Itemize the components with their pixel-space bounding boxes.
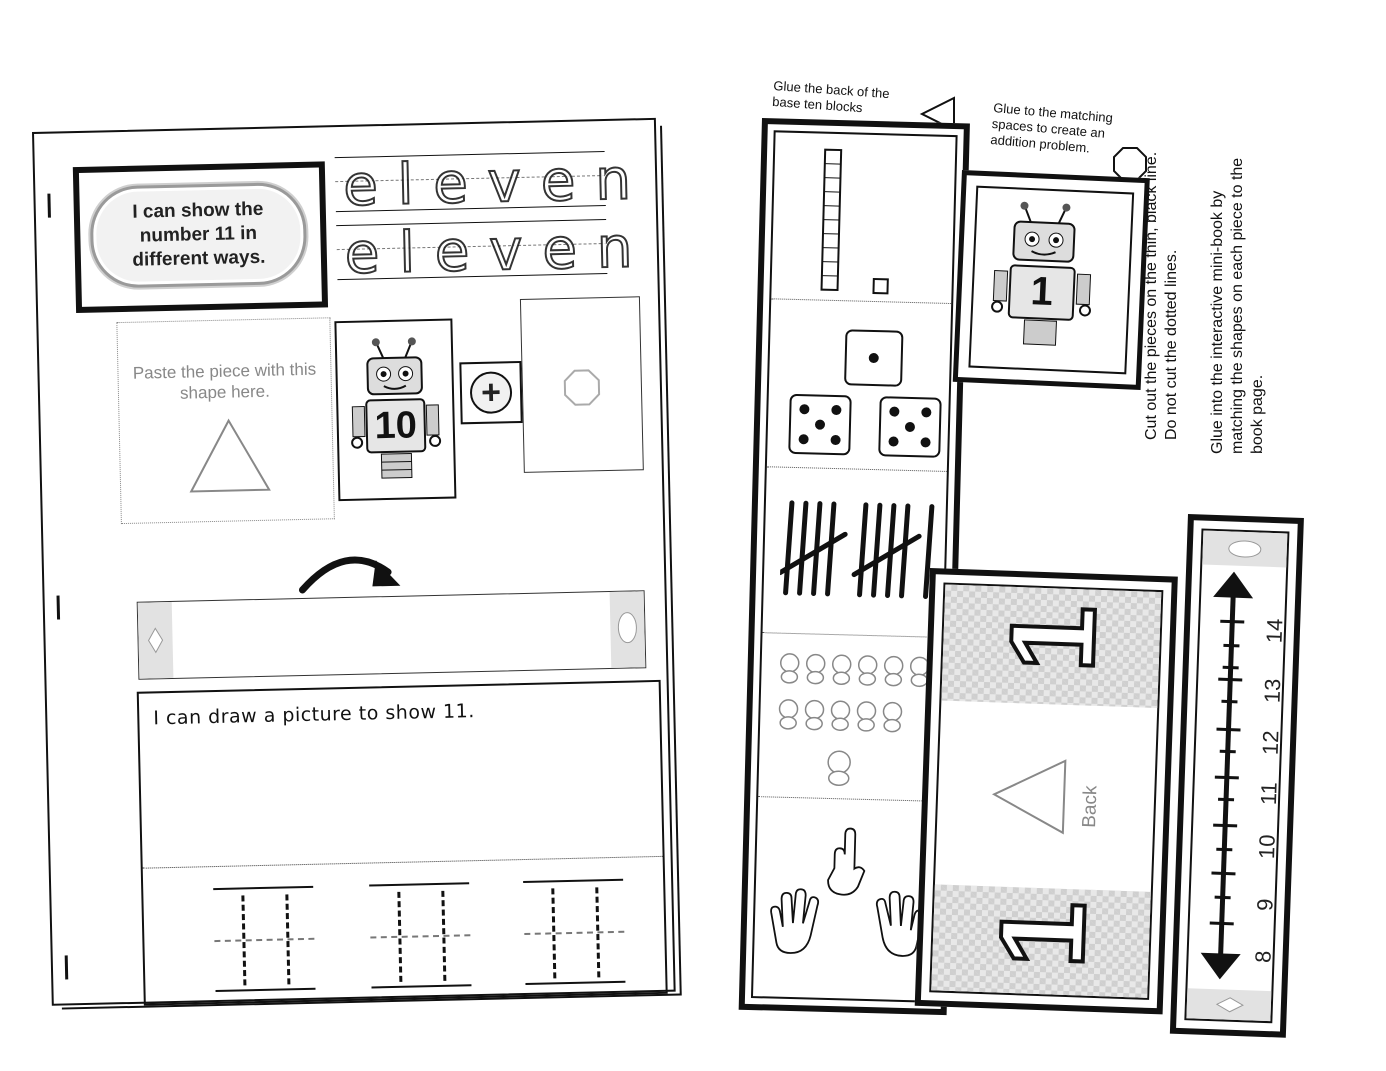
oval-icon (617, 612, 637, 644)
strip-endcap (137, 601, 174, 679)
tick-label: 12 (1257, 730, 1284, 756)
hands-icon (770, 827, 925, 957)
glue-instruction: Glue into the interactive mini-book by m… (1209, 157, 1266, 454)
dice-icon (788, 329, 942, 458)
strip-endcap (1186, 988, 1272, 1022)
punch-mark (64, 955, 69, 980)
big-number: 1 (973, 896, 1113, 971)
answer-strip (136, 590, 647, 680)
robot-card: 10 (334, 318, 457, 502)
number-trace (369, 882, 472, 989)
tick-label: 13 (1259, 678, 1286, 704)
tick-label: 8 (1250, 950, 1276, 964)
robot-card: 1 (968, 185, 1135, 375)
drawing-prompt: I can draw a picture to show 11. (153, 700, 475, 730)
triangle-icon (991, 759, 1067, 835)
strip-endcap (1202, 530, 1288, 568)
oval-icon (1228, 540, 1262, 558)
number-line-inner: 8 9 10 11 12 13 14 (1184, 528, 1290, 1024)
tick-label: 14 (1261, 618, 1288, 644)
plus-box: + (459, 360, 523, 425)
representation-column (738, 118, 970, 1016)
back-flap-inner: 1 Back 1 (929, 582, 1164, 1000)
trace-word: eleven (343, 214, 654, 288)
robot-icon (991, 201, 1092, 346)
page-title: I can show the number 11 in different wa… (132, 198, 266, 271)
back-label: Back (1079, 785, 1102, 829)
paste-area: Paste the piece with this shape here. (116, 317, 335, 525)
title-cloud: I can show the number 11 in different wa… (89, 181, 308, 289)
triangle-icon (189, 418, 271, 493)
tick-label: 10 (1254, 834, 1280, 860)
dotted-divider (142, 855, 663, 869)
back-flap: 1 Back 1 (914, 568, 1178, 1015)
checker-panel: 1 (931, 884, 1151, 998)
title-box: I can show the number 11 in different wa… (72, 161, 329, 314)
big-number: 1 (983, 601, 1123, 676)
representation-strip (750, 130, 958, 1003)
punch-mark (47, 193, 51, 218)
trace-row-2: eleven (336, 214, 654, 288)
punch-mark (56, 595, 61, 620)
drawing-area: I can draw a picture to show 11. 11 (136, 679, 668, 1006)
flip-arrow-icon (298, 556, 401, 594)
number-trace: 11 (213, 885, 316, 993)
paste-label: Paste the piece with this shape here. (132, 359, 317, 403)
trace-row-1: eleven (334, 146, 653, 220)
robot-cutout: 1 (952, 170, 1150, 390)
diamond-icon (147, 627, 164, 654)
tick-label: 11 (1255, 781, 1282, 806)
robot-number: 1 (1029, 269, 1054, 315)
trace-word: eleven (342, 146, 653, 220)
tally-marks-icon (779, 500, 935, 599)
robot-number: 10 (374, 404, 418, 448)
number-line-strip: 8 9 10 11 12 13 14 (1169, 514, 1304, 1038)
cut-instruction: Cut out the pieces on the thin, black li… (1143, 151, 1180, 440)
octagon-icon (563, 369, 601, 406)
robot-icon (351, 337, 442, 479)
checker-panel: 1 (941, 584, 1162, 709)
addend-placeholder (519, 296, 644, 473)
glue-back-note: Glue the back of the base ten blocks (771, 78, 891, 116)
diamond-icon (1215, 997, 1244, 1013)
base-ten-blocks-icon (820, 148, 889, 295)
strip-endcap (609, 591, 646, 668)
worksheet-page: I can show the number 11 in different wa… (32, 117, 676, 1006)
plus-icon: + (469, 371, 513, 415)
tick-label: 9 (1252, 898, 1278, 912)
teddy-bears-icon (778, 653, 930, 786)
number-trace (523, 878, 626, 986)
number-line-icon (1200, 571, 1254, 980)
